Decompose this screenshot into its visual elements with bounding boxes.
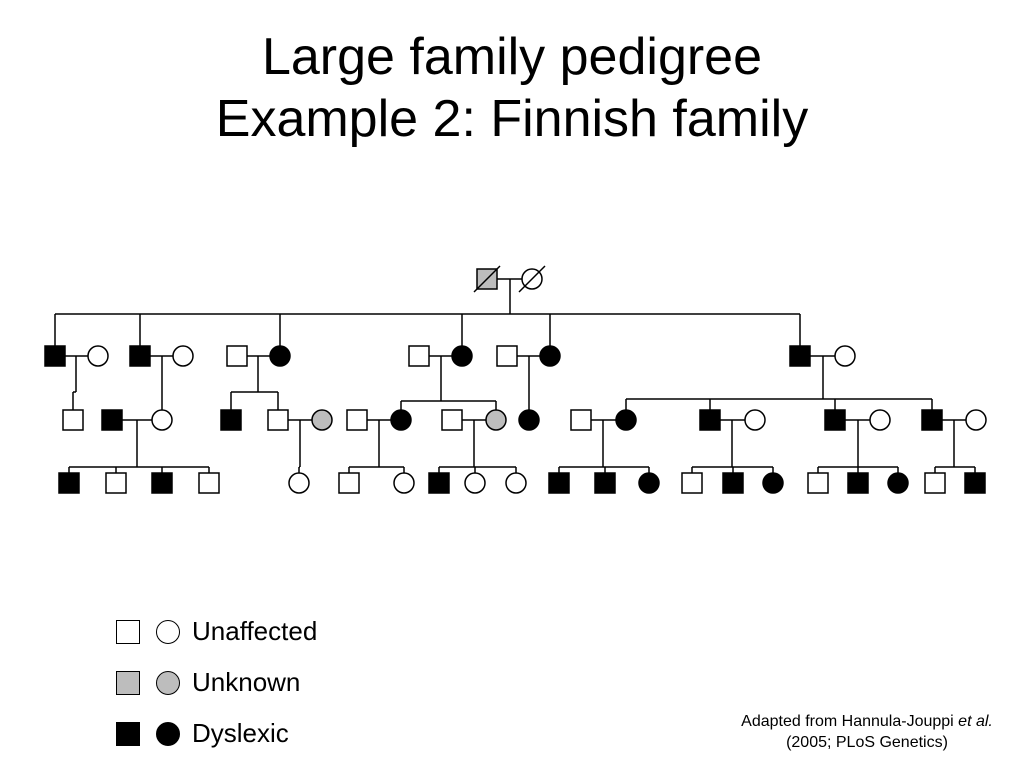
dyslexic-male-icon <box>101 409 123 431</box>
dyslexic-female-icon <box>269 345 291 367</box>
unaffected-male-icon <box>338 472 360 494</box>
dyslexic-male-icon <box>824 409 846 431</box>
legend-label-unknown: Unknown <box>192 667 301 697</box>
unaffected-female-icon <box>156 619 180 644</box>
dyslexic-male-icon <box>964 472 986 494</box>
citation-line-2: (2005; PLoS Genetics) <box>786 734 948 751</box>
dyslexic-male-icon <box>220 409 242 431</box>
legend-label-dyslexic: Dyslexic <box>192 718 289 748</box>
dyslexic-female-icon <box>887 472 909 494</box>
legend-label-unaffected: Unaffected <box>192 616 318 646</box>
unaffected-male-icon <box>226 345 248 367</box>
page-title: Large family pedigree Example 2: Finnish… <box>0 26 1024 150</box>
legend-row-unknown: Unknown <box>116 657 317 708</box>
dyslexic-male-icon <box>58 472 80 494</box>
dyslexic-male-icon <box>151 472 173 494</box>
unaffected-male-icon <box>267 409 289 431</box>
citation: Adapted from Hannula-Jouppi et al. (2005… <box>700 711 1024 753</box>
dyslexic-female-icon <box>638 472 660 494</box>
unaffected-male-icon <box>116 619 140 644</box>
unaffected-female-icon <box>151 409 173 431</box>
unaffected-male-icon <box>496 345 518 367</box>
dyslexic-male-icon <box>548 472 570 494</box>
deceased-slash <box>518 265 546 293</box>
dyslexic-male-icon <box>722 472 744 494</box>
citation-etal: et al. <box>958 713 993 730</box>
unaffected-male-icon <box>105 472 127 494</box>
citation-line-1: Adapted from Hannula-Jouppi et al. <box>700 711 1024 732</box>
unaffected-female-icon <box>869 409 891 431</box>
unaffected-male-icon <box>570 409 592 431</box>
unaffected-female-icon <box>87 345 109 367</box>
dyslexic-female-icon <box>762 472 784 494</box>
legend: Unaffected Unknown Dyslexic <box>116 606 317 759</box>
unaffected-female-icon <box>505 472 527 494</box>
unknown-male-icon <box>116 670 140 695</box>
unknown-female-icon <box>485 409 507 431</box>
unknown-female-icon <box>311 409 333 431</box>
unaffected-female-icon <box>965 409 987 431</box>
dyslexic-male-icon <box>594 472 616 494</box>
title-line-2: Example 2: Finnish family <box>215 90 809 148</box>
legend-row-unaffected: Unaffected <box>116 606 317 657</box>
unaffected-male-icon <box>346 409 368 431</box>
unaffected-female-icon <box>464 472 486 494</box>
dyslexic-female-icon <box>539 345 561 367</box>
dyslexic-female-icon <box>451 345 473 367</box>
dyslexic-female-icon <box>518 409 540 431</box>
dyslexic-male-icon <box>129 345 151 367</box>
unaffected-female-icon <box>834 345 856 367</box>
dyslexic-male-icon <box>847 472 869 494</box>
unaffected-female-icon <box>288 472 310 494</box>
unaffected-male-icon <box>681 472 703 494</box>
title-line-1: Large family pedigree <box>261 28 763 86</box>
dyslexic-female-icon <box>615 409 637 431</box>
dyslexic-male-icon <box>116 721 140 746</box>
unaffected-female-icon <box>744 409 766 431</box>
unaffected-male-icon <box>198 472 220 494</box>
unaffected-male-icon <box>441 409 463 431</box>
dyslexic-male-icon <box>44 345 66 367</box>
dyslexic-male-icon <box>921 409 943 431</box>
deceased-slash <box>473 265 501 293</box>
dyslexic-female-icon <box>390 409 412 431</box>
dyslexic-male-icon <box>699 409 721 431</box>
unaffected-male-icon <box>408 345 430 367</box>
unaffected-male-icon <box>924 472 946 494</box>
unknown-female-icon <box>156 670 180 695</box>
citation-prefix: Adapted from Hannula-Jouppi <box>741 713 959 730</box>
legend-row-dyslexic: Dyslexic <box>116 708 317 759</box>
unaffected-female-icon <box>393 472 415 494</box>
dyslexic-male-icon <box>789 345 811 367</box>
unaffected-male-icon <box>62 409 84 431</box>
dyslexic-male-icon <box>428 472 450 494</box>
unaffected-male-icon <box>807 472 829 494</box>
unaffected-female-icon <box>172 345 194 367</box>
dyslexic-female-icon <box>156 721 180 746</box>
